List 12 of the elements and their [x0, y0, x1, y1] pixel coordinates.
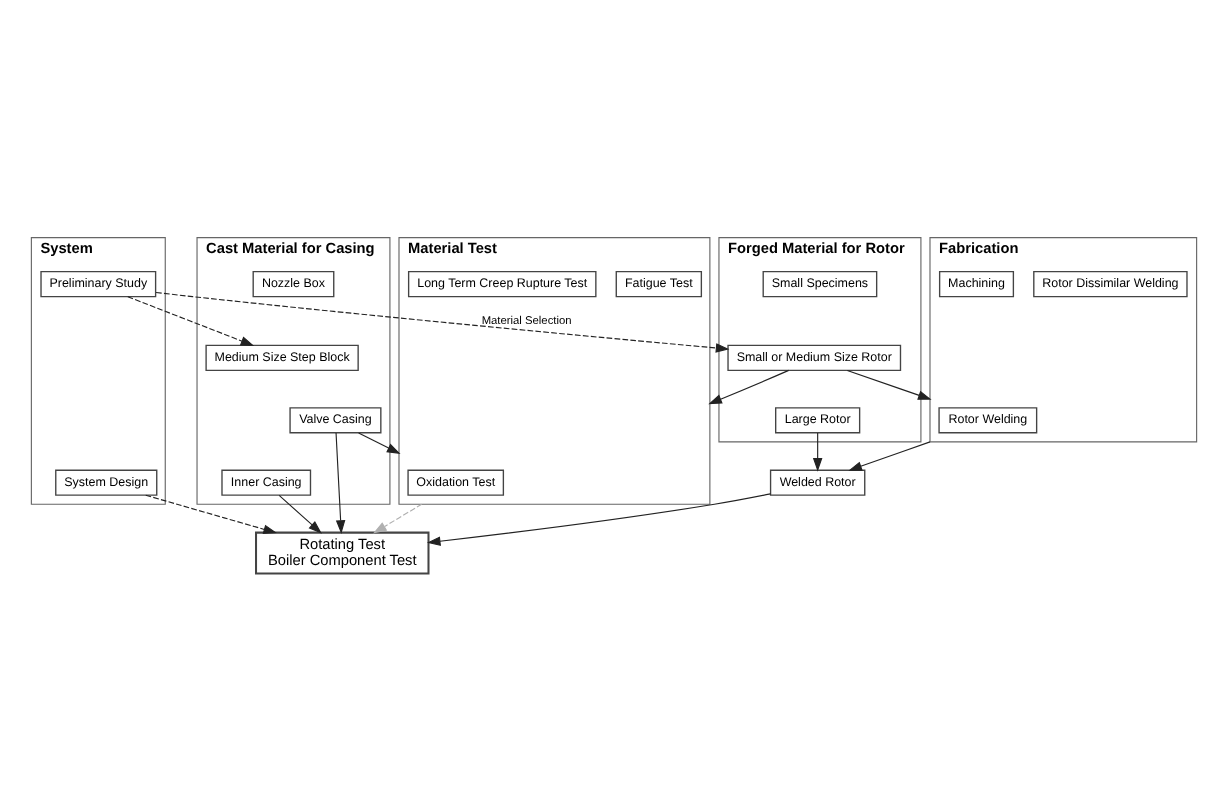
arrow [145, 493, 277, 533]
arrow [155, 290, 730, 352]
arrow [127, 295, 255, 345]
arrow [848, 440, 931, 470]
arrow [278, 493, 322, 533]
arrow [708, 368, 790, 404]
arrow [373, 502, 423, 533]
arrow [846, 368, 932, 399]
arrow [426, 492, 772, 545]
arrow [335, 431, 346, 533]
arrow [358, 431, 401, 453]
arrow [812, 431, 823, 471]
